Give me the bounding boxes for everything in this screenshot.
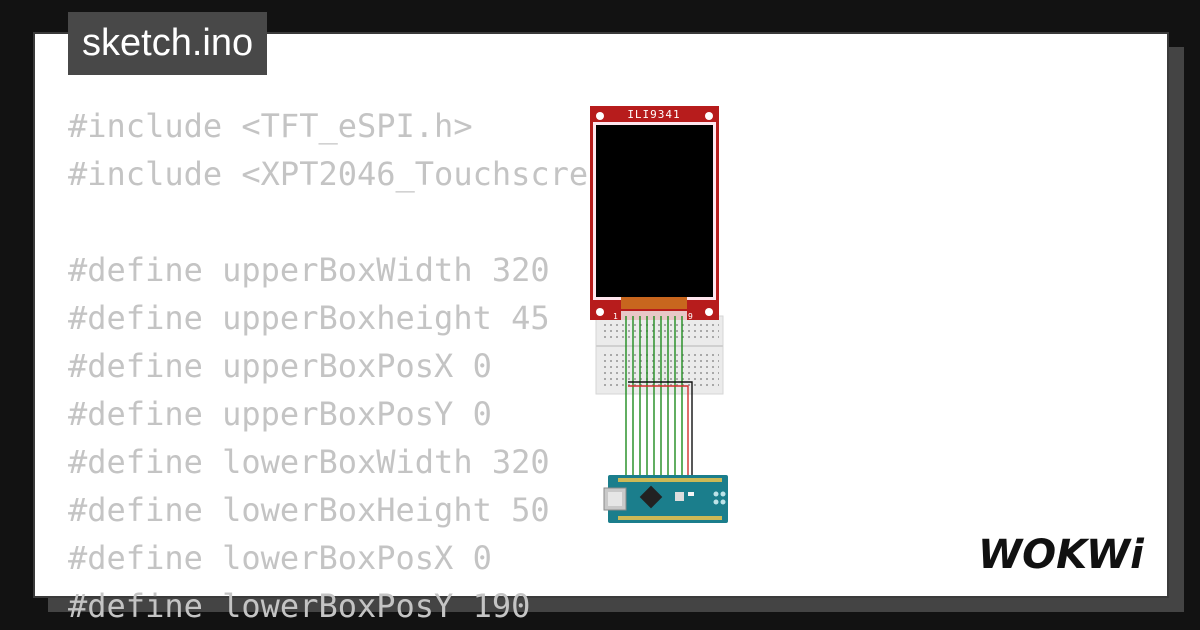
file-tab-sketch[interactable]: sketch.ino bbox=[68, 12, 268, 75]
code-line: #define upperBoxheight 45 bbox=[68, 299, 550, 337]
code-line: #define upperBoxPosX 0 bbox=[68, 347, 492, 385]
code-line: #define upperBoxWidth 320 bbox=[68, 251, 550, 289]
mount-hole bbox=[705, 308, 713, 316]
display-label: ILI9341 bbox=[627, 108, 680, 121]
display-screen bbox=[596, 125, 713, 297]
circuit-diagram: ILI9341 1 9 bbox=[590, 106, 728, 523]
mount-hole bbox=[705, 112, 713, 120]
code-line: #define lowerBoxPosY 190 bbox=[68, 587, 531, 625]
ili9341-display: ILI9341 1 9 bbox=[590, 106, 719, 321]
code-line: #define lowerBoxPosX 0 bbox=[68, 539, 492, 577]
svg-text:WOKWi: WOKWi bbox=[978, 532, 1145, 578]
code-line: #define upperBoxPosY 0 bbox=[68, 395, 492, 433]
pin-label-last: 9 bbox=[688, 312, 693, 321]
arduino-board bbox=[608, 475, 728, 523]
code-preview: #include <TFT_eSPI.h>#include <XPT2046_T… bbox=[68, 102, 685, 630]
reset-button bbox=[675, 492, 684, 501]
code-line: #define lowerBoxHeight 50 bbox=[68, 491, 550, 529]
code-line: #define lowerBoxWidth 320 bbox=[68, 443, 550, 481]
mount-hole bbox=[596, 308, 604, 316]
code-line: #include <TFT_eSPI.h> bbox=[68, 107, 473, 145]
pin-label-first: 1 bbox=[613, 312, 618, 321]
wokwi-logo: WOKWi bbox=[978, 532, 1145, 578]
wires bbox=[625, 316, 693, 520]
arduino-nano bbox=[603, 475, 728, 523]
display-flex-cable bbox=[621, 297, 687, 309]
mount-hole bbox=[596, 112, 604, 120]
breadboard bbox=[595, 315, 724, 395]
